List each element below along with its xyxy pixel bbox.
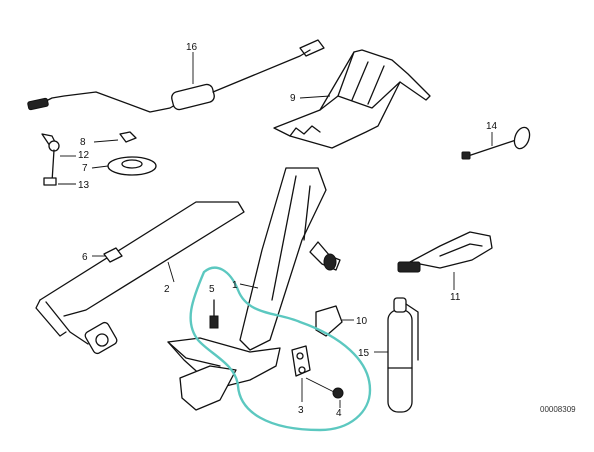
callout-8: 8	[80, 137, 86, 148]
callout-7: 7	[82, 163, 88, 174]
screw-part-5	[209, 299, 219, 329]
jack-body-part-1	[167, 167, 341, 411]
callout-12: 12	[78, 150, 90, 161]
callout-3: 3	[298, 405, 304, 416]
crank-rod-part-16	[27, 39, 325, 113]
callout-5: 5	[209, 284, 215, 295]
callout-16: 16	[186, 42, 198, 53]
leader-7	[91, 165, 109, 169]
leader-8	[93, 139, 119, 143]
clip-part-6	[103, 247, 123, 263]
washer-part-7	[107, 156, 157, 176]
callout-6: 6	[82, 252, 88, 263]
callout-14: 14	[486, 121, 498, 132]
bolt-part-12	[51, 149, 55, 183]
rubber-pad-part-10	[315, 305, 343, 337]
leader-9	[299, 95, 331, 99]
cylinder-part-15	[387, 297, 419, 413]
wing-nut-part-8	[41, 131, 137, 152]
callout-15: 15	[358, 348, 370, 359]
nut-part-4	[305, 377, 344, 399]
tow-strap-part-11	[397, 231, 493, 273]
callout-13: 13	[78, 180, 90, 191]
leader-2	[167, 261, 175, 283]
callout-9: 9	[290, 93, 296, 104]
tow-key-part-14	[461, 126, 531, 160]
leader-1	[239, 283, 259, 289]
reference-number: 00008309	[540, 405, 576, 414]
callout-11: 11	[450, 292, 461, 303]
clip-part-13	[43, 177, 57, 186]
wheel-chock-part-9	[273, 49, 431, 149]
callout-4: 4	[336, 408, 342, 419]
callout-1: 1	[232, 280, 238, 291]
jack-handle-part-2	[35, 201, 245, 355]
callout-10: 10	[356, 316, 368, 327]
highlight-outline	[189, 266, 372, 432]
bracket-part-3	[291, 345, 311, 377]
callout-2: 2	[164, 284, 170, 295]
